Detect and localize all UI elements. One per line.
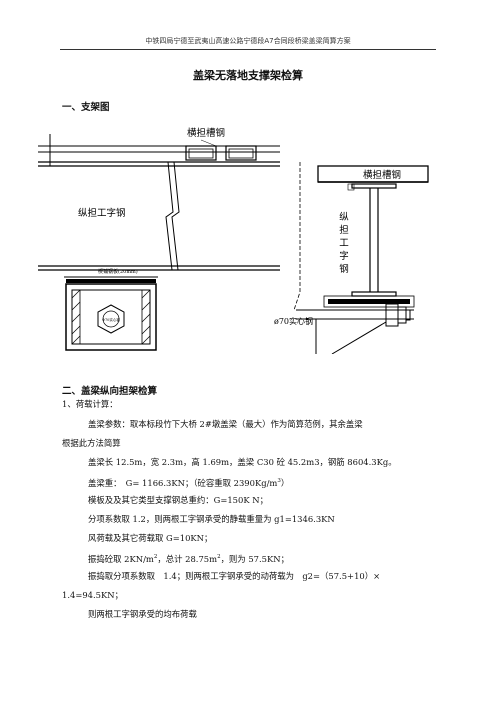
- paragraph-beam-dimensions: 盖梁长 12.5m，宽 2.3m，高 1.69m，盖梁 C30 砼 45.2m3…: [88, 457, 397, 467]
- paragraph-formwork-weight: 模板及及其它类型支撑钢总重约：G=150K N；: [88, 495, 268, 505]
- longitudinal-view: [38, 134, 280, 351]
- beam-weight-text: 盖梁重： G= 1166.3KN；（砼容重取 2390Kg/m: [88, 478, 278, 488]
- label-ibeam-vertical-1: 纵: [339, 212, 349, 223]
- cross-section-view: [293, 162, 429, 354]
- vibration-b: ，总计 28.75m: [157, 554, 218, 564]
- label-ibeam-vertical-5: 钢: [339, 263, 349, 275]
- label-solid-rod: ø70实心钢: [274, 316, 313, 326]
- running-header: 中铁四局宁德至武夷山高速公路宁德段A7合同段桥梁盖梁简算方案: [60, 36, 436, 50]
- paragraph-beam-params-line2: 根据此方法简算: [62, 438, 121, 448]
- paragraph-beam-params-line1: 盖梁参数：取本标段竹下大桥 2#墩盖梁（最大）作为简算范例，其余盖梁: [88, 419, 363, 429]
- paragraph-distributed-load: 则两根工字钢承受的均布荷载: [88, 609, 197, 619]
- vibration-c: ，则为 57.5KN；: [220, 554, 289, 564]
- document-title: 盖梁无落地支撑架检算: [193, 69, 303, 82]
- label-ibeam-vertical-2: 担: [339, 224, 349, 236]
- paragraph-dynamic-load: 振捣取分项系数取 1.4；则两根工字钢承受的动荷载为 g2=（57.5+10）×: [88, 571, 381, 581]
- label-ibeam-longitudinal: 纵担工字钢: [78, 207, 126, 219]
- paragraph-vibration-load: 振捣砼取 2KN/m2，总计 28.75m2，则为 57.5KN；: [88, 552, 289, 565]
- label-channel-right: 横担槽钢: [363, 169, 401, 181]
- label-ibeam-vertical-4: 字: [339, 250, 349, 262]
- label-plate: 楔铺钢板(20mm): [98, 268, 138, 275]
- beam-weight-close: ）: [280, 478, 290, 488]
- vibration-sup2: 2: [217, 554, 221, 560]
- vibration-a: 振捣砼取 2KN/m: [88, 554, 154, 564]
- vibration-sup1: 2: [153, 554, 158, 560]
- support-frame-diagram: 横担槽钢 纵担工字钢 楔铺钢板(20mm) Φ70实心钢 横担槽钢 纵 担 工 …: [38, 127, 429, 354]
- label-ibeam-vertical-3: 工: [339, 238, 349, 249]
- paragraph-beam-weight: 盖梁重： G= 1166.3KN；（砼容重取 2390Kg/m3）: [88, 476, 289, 489]
- section-heading-check: 二、盖梁纵向担架检算: [62, 386, 158, 397]
- paragraph-wind-load: 风荷载及其它荷载取 G=10KN；: [88, 533, 213, 543]
- section-heading-frame-diagram: 一、支架图: [62, 102, 110, 113]
- item-load-calc: 1、荷载计算：: [62, 399, 118, 409]
- label-channel-top: 横担槽钢: [187, 127, 225, 139]
- paragraph-dynamic-load-cont: 1.4=94.5KN；: [62, 590, 123, 600]
- label-pin: Φ70实心钢: [102, 317, 120, 322]
- paragraph-static-load: 分项系数取 1.2，则两根工字钢承受的静载重量为 g1=1346.3KN: [88, 514, 335, 524]
- beam-weight-sup: 3: [277, 478, 281, 484]
